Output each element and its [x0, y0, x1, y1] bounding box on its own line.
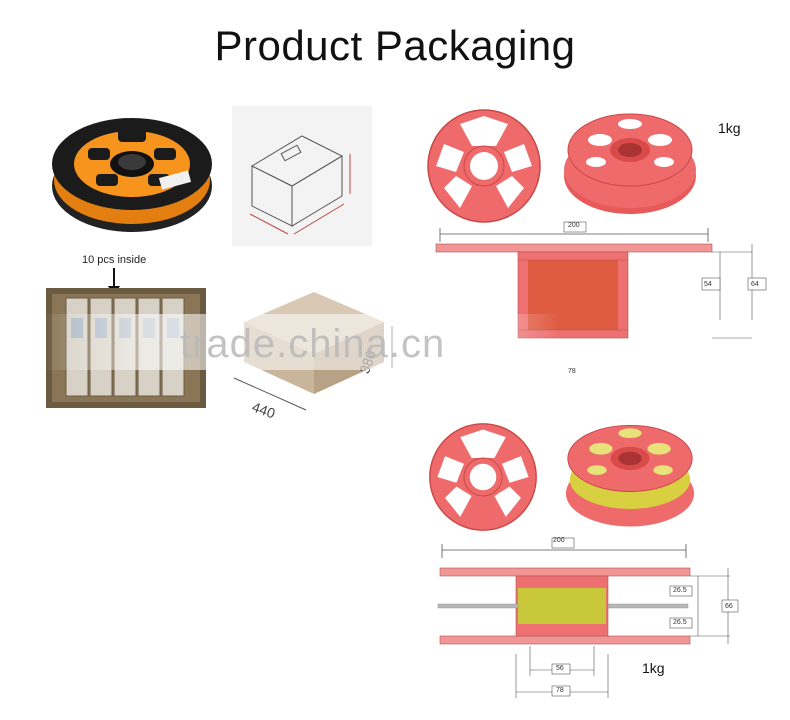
dim-bottom-seg1: 26.5 [673, 587, 687, 594]
dim-bottom-hub-out: 78 [556, 687, 564, 694]
dim-top-width: 200 [568, 222, 580, 229]
spool-iso-view-bottom [565, 424, 695, 527]
dim-bottom-outer-h: 66 [725, 603, 733, 610]
dim-top-hub: 78 [568, 368, 576, 375]
spool-front-view-bottom [429, 423, 537, 531]
inside-count-label: 10 pcs inside [82, 254, 147, 266]
spool-weight-bottom: 1kg [642, 660, 665, 676]
spool-front-view-top [427, 109, 541, 223]
spool-weight-top: 1kg [718, 120, 741, 136]
dim-bottom-seg2: 26.5 [673, 619, 687, 626]
dim-top-inner-h: 54 [704, 281, 712, 288]
filament-spool-photo [52, 118, 212, 232]
dim-bottom-hub-in: 56 [556, 665, 564, 672]
dim-bottom-width: 200 [553, 537, 565, 544]
page-title: Product Packaging [214, 22, 576, 69]
box-sketch [232, 106, 372, 246]
watermark: trade.china.cn [180, 322, 446, 366]
dim-top-outer-h: 64 [751, 281, 759, 288]
spool-side-elevation-bottom [437, 537, 739, 698]
watermark-band [40, 314, 560, 370]
spool-iso-view-top [564, 113, 696, 214]
